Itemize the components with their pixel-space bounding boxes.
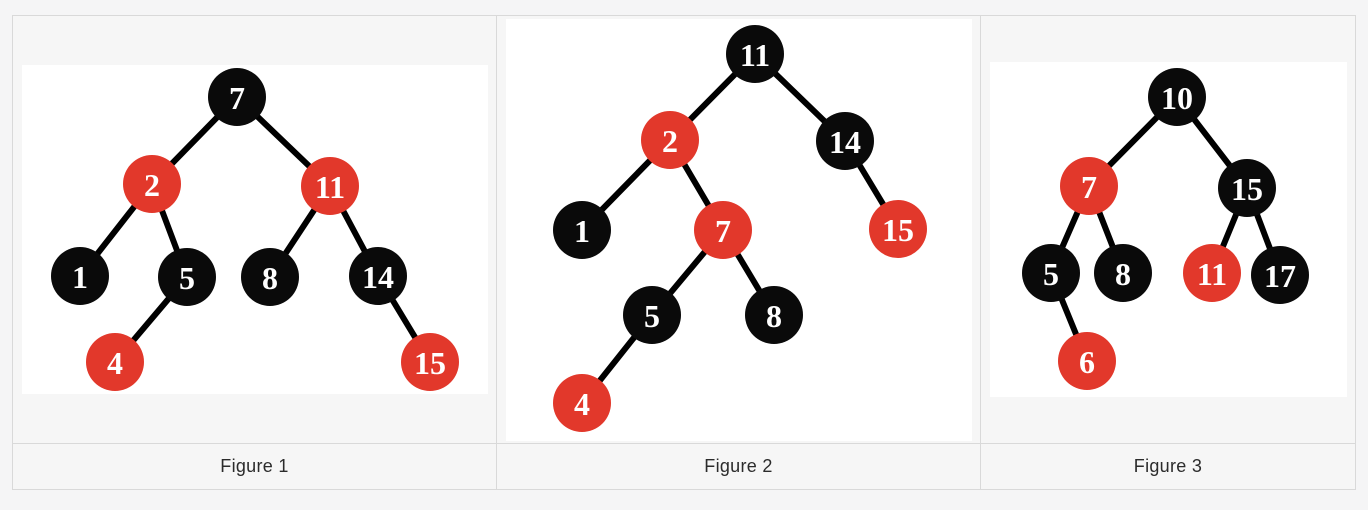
tree-node-label-2: 2 [144, 167, 160, 203]
figure-2-cell: 11 2 14 1 7 15 5 8 4 [497, 16, 981, 443]
tree-node-15 [868, 199, 927, 258]
tree-node-label-15: 15 [1231, 171, 1263, 207]
tree-node-15 [400, 333, 459, 391]
tree-node-6 [1057, 332, 1116, 390]
figure-3-image: 10 7 15 5 8 11 17 6 [989, 62, 1347, 397]
tree-node-label-5: 5 [179, 260, 195, 296]
tree-diagram: 10 7 15 5 8 11 17 6 [1021, 68, 1309, 390]
tree-node-label-4: 4 [574, 386, 590, 422]
tree-node-7 [693, 200, 752, 259]
figure-1-caption: Figure 1 [220, 456, 289, 476]
tree-node-label-11: 11 [739, 37, 769, 73]
tree-node-14 [348, 247, 407, 305]
tree-node-8 [744, 285, 803, 344]
tree-node-label-2: 2 [662, 123, 678, 159]
tree-node-label-4: 4 [107, 345, 123, 381]
tree-node-label-15: 15 [882, 212, 914, 248]
tree-node-1 [50, 247, 109, 305]
tree-node-label-14: 14 [362, 259, 394, 295]
tree-node-label-8: 8 [1115, 256, 1131, 292]
tree-node-17 [1250, 246, 1309, 304]
tree-node-4 [552, 373, 611, 432]
tree-node-label-14: 14 [829, 124, 861, 160]
tree-node-label-7: 7 [229, 80, 245, 116]
tree-node-label-1: 1 [574, 213, 590, 249]
tree-node-8 [240, 248, 299, 306]
tree-node-11 [725, 24, 784, 83]
tree-node-7 [207, 68, 266, 126]
tree-node-label-5: 5 [644, 298, 660, 334]
tree-node-label-7: 7 [715, 213, 731, 249]
figure-1-caption-cell: Figure 1 [13, 443, 497, 489]
tree-node-1 [552, 200, 611, 259]
tree-node-2 [122, 155, 181, 213]
tree-node-5 [622, 285, 681, 344]
figure-2-caption: Figure 2 [704, 456, 773, 476]
figure-3-caption: Figure 3 [1133, 456, 1203, 476]
figure-2-image: 11 2 14 1 7 15 5 8 4 [505, 18, 972, 441]
tree-node-10 [1147, 68, 1206, 126]
tree-node-5 [1021, 244, 1080, 302]
tree-node-label-17: 17 [1264, 258, 1296, 294]
tree-node-5 [157, 248, 216, 306]
figure-2-caption-cell: Figure 2 [497, 443, 981, 489]
tree-node-label-15: 15 [414, 345, 446, 381]
tree-diagram: 11 2 14 1 7 15 5 8 4 [552, 24, 927, 432]
tree-node-label-8: 8 [766, 298, 782, 334]
tree-node-label-6: 6 [1079, 344, 1095, 380]
tree-node-11 [1182, 244, 1241, 302]
tree-node-15 [1217, 159, 1276, 217]
tree-node-label-10: 10 [1161, 80, 1193, 116]
tree-node-8 [1093, 244, 1152, 302]
tree-node-label-11: 11 [1196, 256, 1226, 292]
figure-3-cell: 10 7 15 5 8 11 17 6 [981, 16, 1355, 443]
tree-node-4 [85, 333, 144, 391]
tree-node-2 [640, 110, 699, 169]
tree-node-label-5: 5 [1043, 256, 1059, 292]
tree-node-label-11: 11 [314, 169, 344, 205]
tree-node-label-7: 7 [1081, 169, 1097, 205]
tree-node-11 [300, 157, 359, 215]
tree-node-label-8: 8 [262, 260, 278, 296]
tree-node-14 [815, 111, 874, 170]
tree-node-7 [1059, 157, 1118, 215]
figure-3-caption-cell: Figure 3 [981, 443, 1355, 489]
tree-node-label-1: 1 [72, 259, 88, 295]
